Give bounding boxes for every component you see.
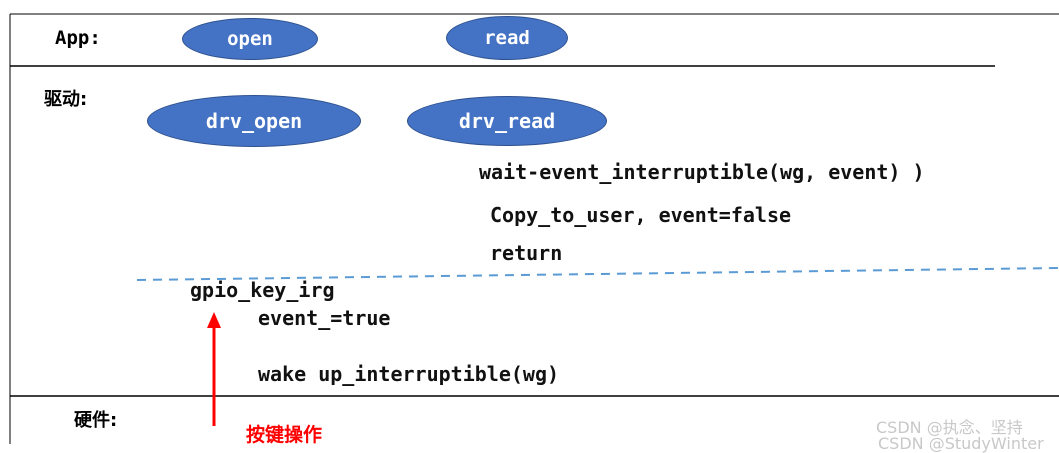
key-press-arrow-head — [207, 312, 221, 328]
copy-to-user-step: Copy_to_user, event=false — [490, 203, 792, 227]
set-event-step: event_=true — [258, 306, 391, 330]
hardware-layer-label: 硬件: — [74, 410, 118, 431]
app-layer-label: App: — [55, 27, 101, 49]
read-node: read — [446, 16, 568, 60]
gpio-irq-handler-title: gpio_key_irg — [190, 278, 335, 302]
key-action-label: 按键操作 — [246, 424, 323, 446]
wait-event-step: wait-event_interruptible(wg, event) ) — [479, 160, 925, 184]
driver-layer-label: 驱动: — [44, 89, 88, 110]
open-node: open — [182, 18, 318, 60]
return-step: return — [490, 241, 563, 265]
drv-read-node: drv_read — [407, 96, 607, 146]
wake-up-step: wake up_interruptible(wg) — [258, 362, 560, 386]
drv-open-node: drv_open — [147, 95, 361, 147]
watermark-line1: CSDN @执念、坚持 — [876, 418, 1023, 437]
kernel-irq-dashed-divider — [136, 267, 1059, 281]
